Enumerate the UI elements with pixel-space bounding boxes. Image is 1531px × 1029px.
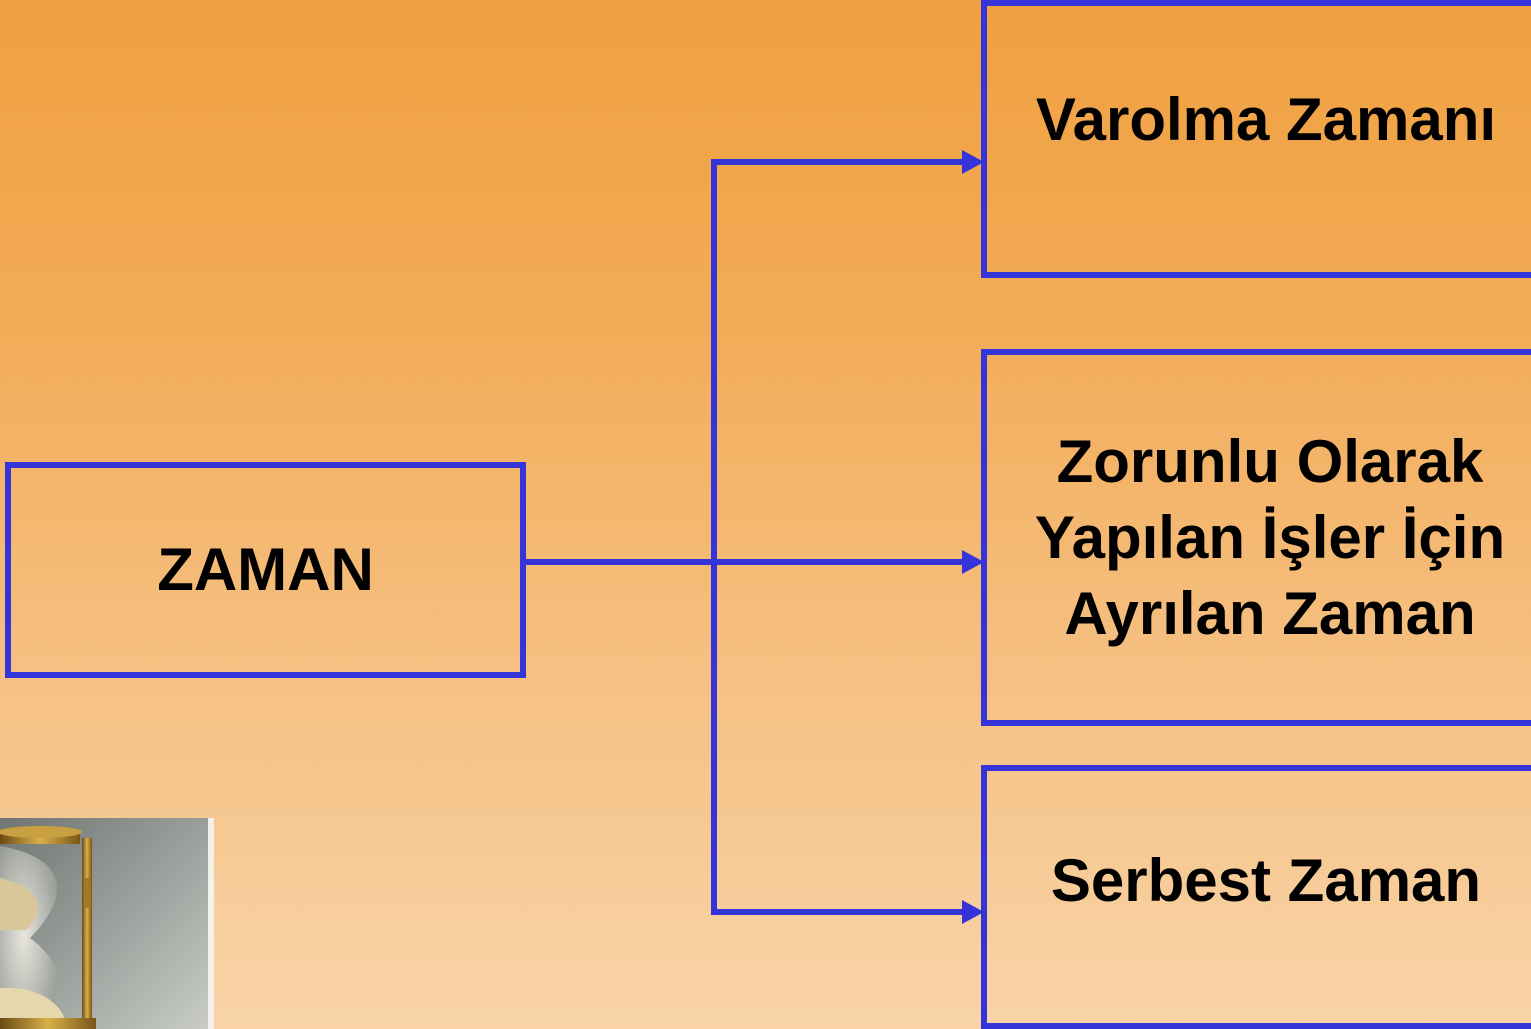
root-node-zaman: ZAMAN bbox=[5, 462, 526, 678]
root-node-label: ZAMAN bbox=[157, 536, 374, 603]
child-node-label: Varolma Zamanı bbox=[1035, 86, 1497, 153]
arrowhead-top bbox=[962, 150, 984, 174]
child-node-varolma: Varolma Zamanı bbox=[981, 0, 1531, 278]
arrowhead-bottom bbox=[962, 900, 984, 924]
child-node-zorunlu: Zorunlu Olarak Yapılan İşler İçin Ayrıla… bbox=[981, 349, 1531, 726]
child-node-label: Zorunlu Olarak Yapılan İşler İçin Ayrıla… bbox=[1034, 427, 1506, 647]
hourglass-icon bbox=[0, 818, 214, 1029]
arrowhead-middle bbox=[962, 550, 984, 574]
child-node-serbest: Serbest Zaman bbox=[981, 765, 1531, 1029]
child-node-label: Serbest Zaman bbox=[1050, 847, 1482, 914]
